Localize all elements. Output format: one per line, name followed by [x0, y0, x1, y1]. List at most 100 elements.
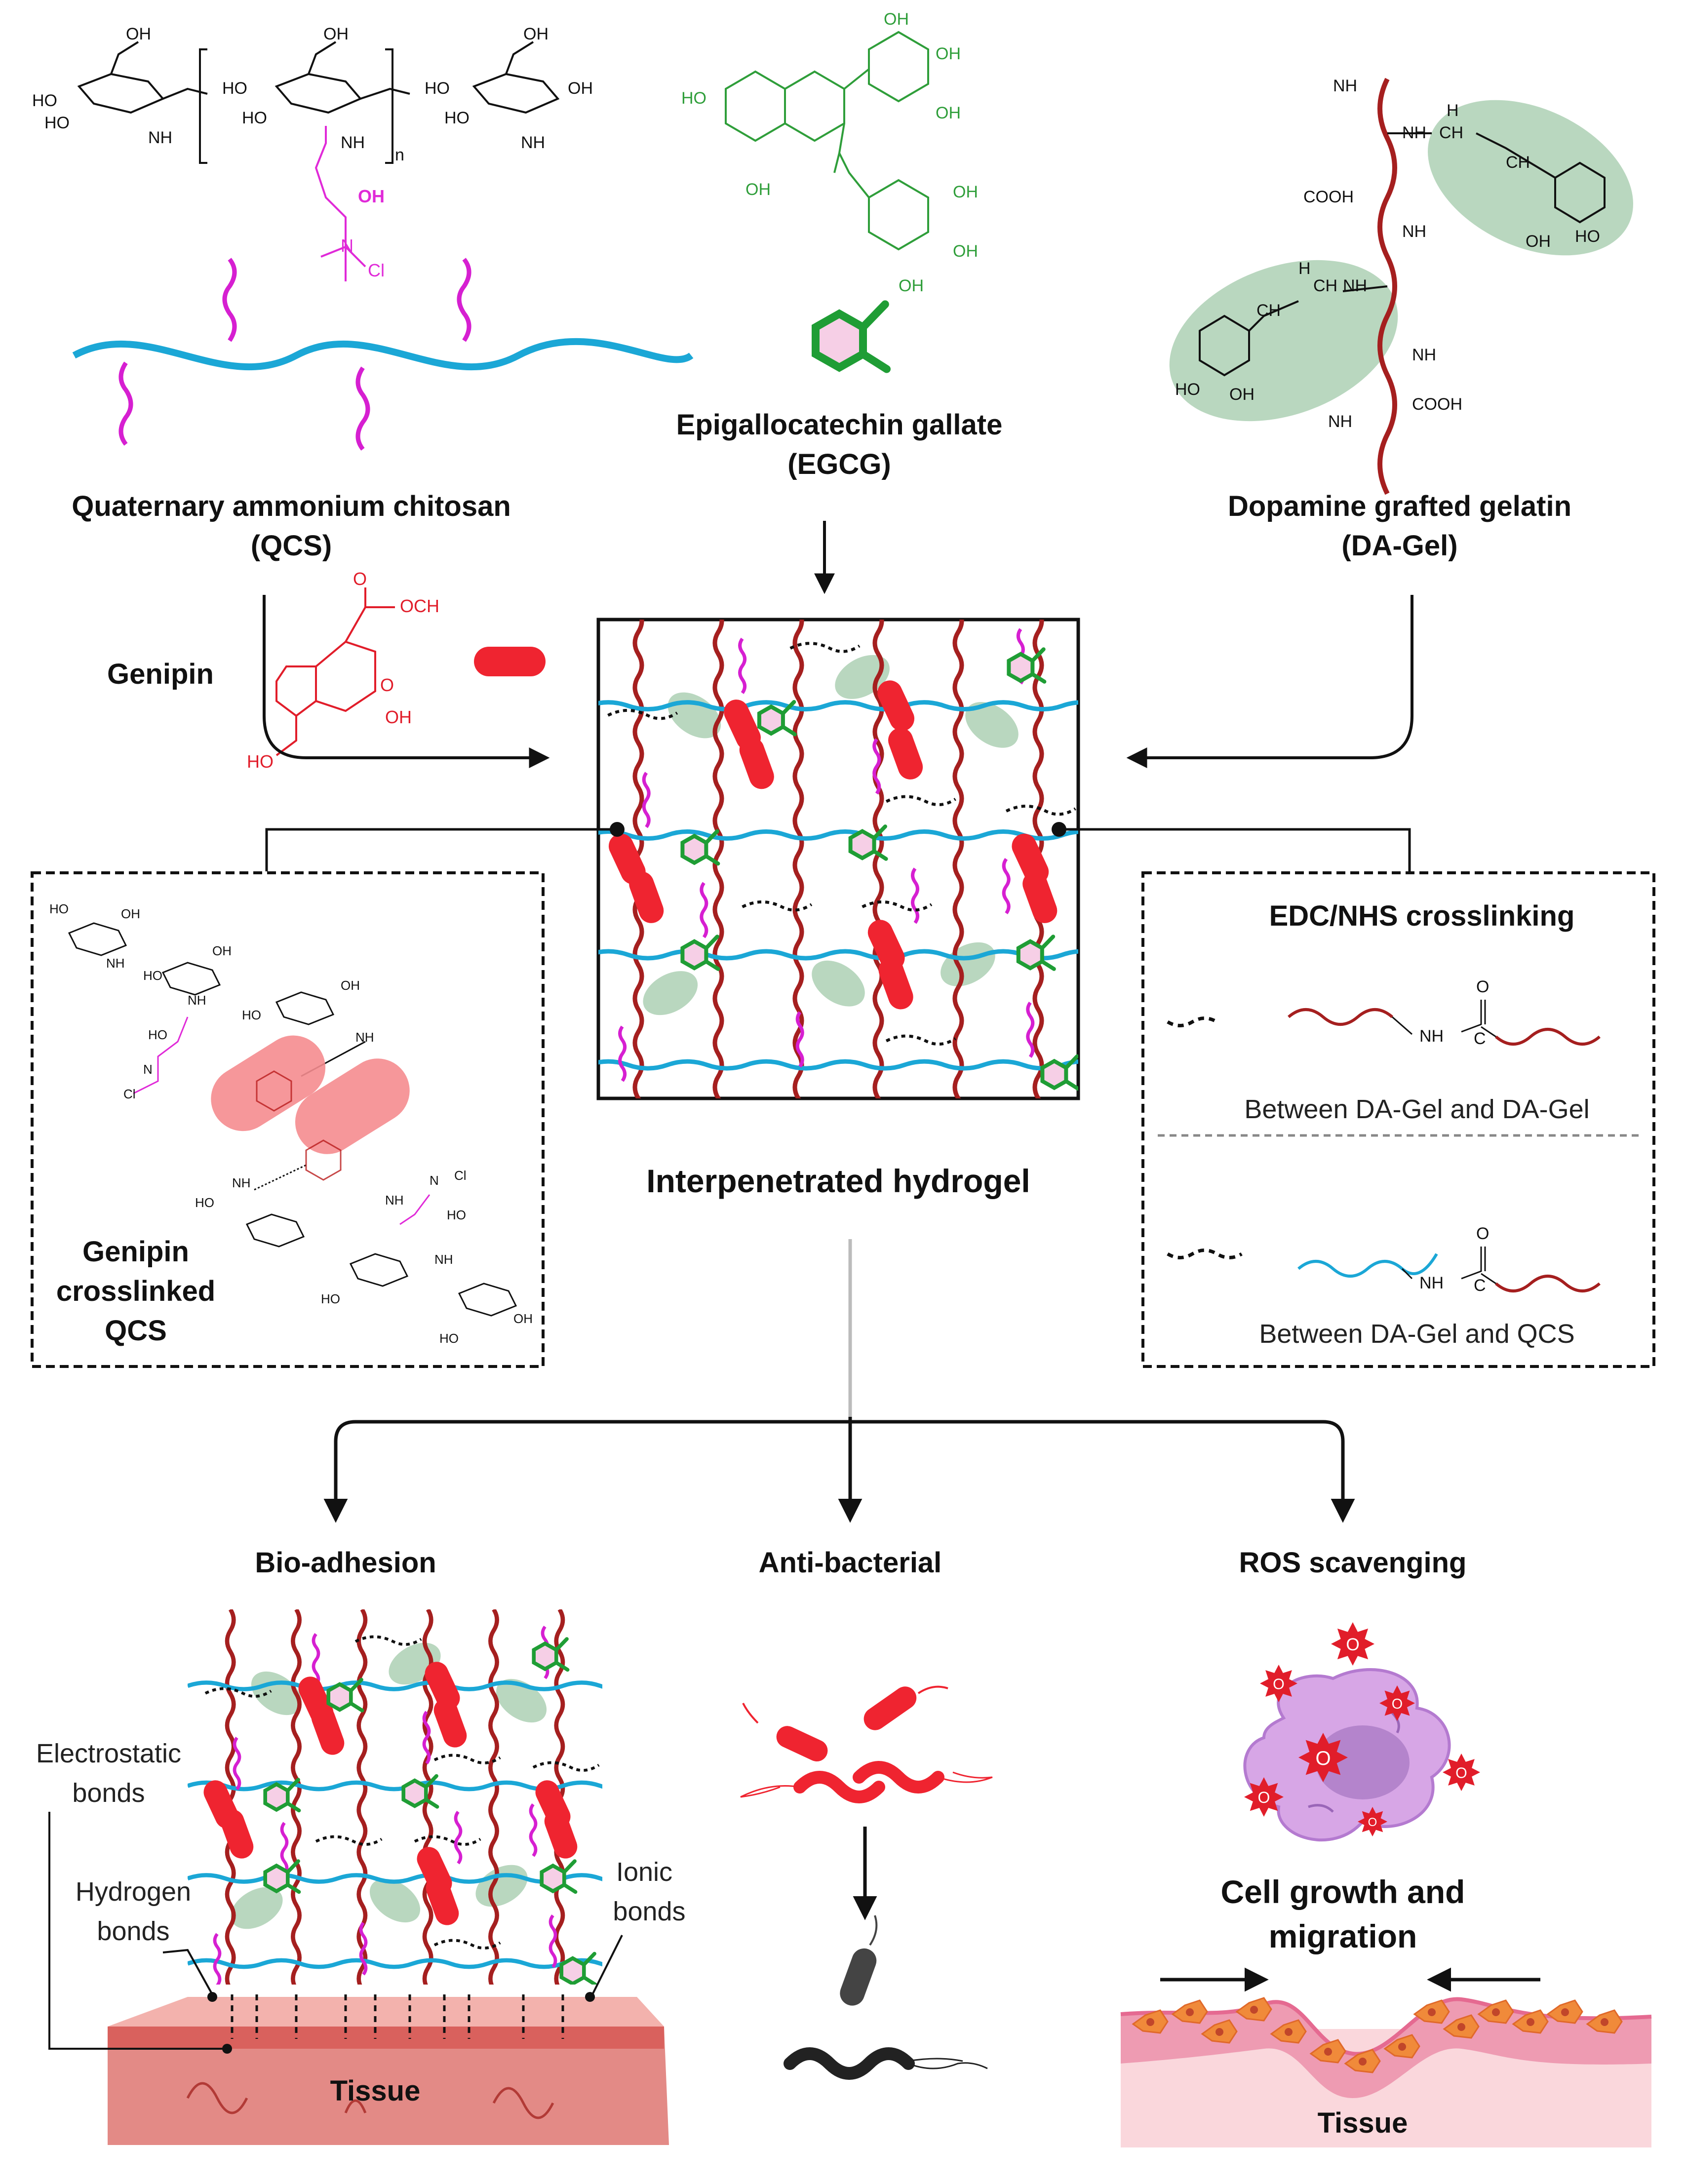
- svg-text:HO: HO: [681, 89, 706, 108]
- svg-text:Ionic: Ionic: [616, 1857, 672, 1887]
- svg-text:bonds: bonds: [72, 1778, 145, 1808]
- svg-text:HO: HO: [247, 751, 274, 772]
- svg-text:OH: OH: [1229, 385, 1255, 404]
- svg-text:n: n: [395, 146, 404, 164]
- genipin-structure: [275, 587, 395, 756]
- svg-text:Electrostatic: Electrostatic: [36, 1739, 181, 1768]
- svg-text:O: O: [1346, 1635, 1359, 1654]
- svg-text:OH: OH: [936, 104, 961, 122]
- svg-text:O: O: [1258, 1789, 1270, 1806]
- right-box-caption-bottom: Between DA-Gel and QCS: [1259, 1319, 1574, 1349]
- svg-text:NH: NH: [1412, 346, 1436, 364]
- left-box-title-line-2: crosslinked: [56, 1275, 215, 1307]
- dagel-structure: [1169, 78, 1633, 495]
- svg-text:HO: HO: [44, 114, 70, 132]
- svg-text:NH: NH: [188, 993, 206, 1008]
- svg-text:bonds: bonds: [97, 1916, 169, 1946]
- svg-text:OH: OH: [745, 180, 771, 199]
- svg-text:O: O: [1476, 1224, 1489, 1243]
- genipin-crosslinked-box: HO OH NH HO OH NH OH NH HO HO Cl N NH HO…: [31, 871, 545, 1368]
- svg-text:NH: NH: [434, 1252, 453, 1267]
- svg-text:OH: OH: [899, 276, 924, 295]
- svg-text:CH: CH: [1256, 301, 1281, 320]
- right-connector: [1052, 822, 1411, 871]
- svg-text:HO: HO: [321, 1291, 340, 1306]
- hydrogel-title: Interpenetrated hydrogel: [646, 1163, 1030, 1199]
- svg-text:NH: NH: [385, 1193, 404, 1208]
- dagel-name: Dopamine grafted gelatin: [1228, 490, 1571, 522]
- svg-text:NH: NH: [148, 128, 172, 147]
- svg-text:N: N: [341, 235, 353, 256]
- left-box-title-line-3: QCS: [105, 1315, 167, 1347]
- svg-text:OH: OH: [936, 44, 961, 63]
- svg-text:NH: NH: [521, 133, 545, 152]
- svg-text:OH: OH: [953, 242, 978, 261]
- svg-text:O: O: [1315, 1748, 1331, 1769]
- svg-text:NH: NH: [1333, 77, 1357, 95]
- qcs-atom-labels: HO HO OH NH HO HO OH NH n HO HO OH OH NH…: [32, 25, 593, 280]
- migration-tissue-label: Tissue: [1318, 2107, 1408, 2139]
- svg-text:HO: HO: [222, 79, 247, 98]
- svg-text:OH: OH: [1526, 232, 1551, 251]
- svg-text:NH: NH: [106, 956, 125, 971]
- svg-text:H: H: [1298, 259, 1311, 278]
- svg-text:O: O: [1392, 1696, 1403, 1712]
- svg-text:OH: OH: [884, 10, 909, 29]
- svg-text:NH: NH: [341, 133, 365, 152]
- svg-text:OH: OH: [568, 79, 593, 98]
- svg-text:HO: HO: [143, 968, 162, 983]
- genipin-label: Genipin: [107, 658, 214, 690]
- genipin-atom-labels: O OCH O OH HO: [247, 569, 439, 772]
- svg-text:O: O: [1273, 1676, 1285, 1692]
- svg-text:NH: NH: [355, 1030, 374, 1045]
- egcg-atom-labels: HO OH OH OH OH OH OH OH: [681, 10, 978, 295]
- cell-growth-line-1: Cell growth and: [1221, 1873, 1465, 1910]
- svg-text:CH: CH: [1439, 123, 1463, 142]
- dagel-atom-labels: NH NH CH H CH COOH NH CH H NH CH OH HO H…: [1175, 77, 1600, 431]
- svg-text:OH: OH: [385, 707, 412, 727]
- egcg-icon: [816, 304, 887, 369]
- svg-text:OCH: OCH: [400, 596, 439, 616]
- antibacterial-panel: [740, 1685, 993, 2080]
- svg-text:O: O: [353, 569, 367, 589]
- svg-text:HO: HO: [1575, 227, 1600, 246]
- svg-text:CH: CH: [1313, 276, 1337, 295]
- svg-text:C: C: [1474, 1029, 1486, 1048]
- adhesion-tissue-label: Tissue: [330, 2075, 421, 2107]
- left-box-title-line-1: Genipin: [82, 1236, 189, 1268]
- svg-text:NH: NH: [1343, 276, 1367, 295]
- svg-text:NH: NH: [1328, 412, 1352, 431]
- svg-text:HO: HO: [1175, 380, 1200, 399]
- svg-text:HO: HO: [425, 79, 450, 98]
- dagel-to-hydrogel-arrow: [1126, 595, 1413, 768]
- outcome-ros-scavenging: ROS scavenging: [1239, 1547, 1467, 1579]
- egcg-structure: [725, 31, 929, 251]
- svg-text:NH: NH: [232, 1175, 251, 1190]
- svg-text:NH: NH: [1419, 1027, 1444, 1046]
- cell-migration-panel: Tissue: [1120, 1967, 1652, 2147]
- outcome-antibacterial: Anti-bacterial: [759, 1547, 942, 1579]
- dagel-abbr: (DA-Gel): [1341, 530, 1457, 562]
- svg-text:CH: CH: [1506, 153, 1530, 172]
- left-connector: [265, 822, 625, 871]
- svg-text:OH: OH: [126, 25, 151, 43]
- svg-text:NH: NH: [1419, 1274, 1444, 1292]
- svg-text:OH: OH: [323, 25, 349, 43]
- svg-text:OH: OH: [121, 906, 140, 921]
- svg-text:O: O: [1476, 977, 1489, 996]
- outcome-bioadhesion: Bio-adhesion: [255, 1547, 436, 1579]
- svg-text:HO: HO: [444, 109, 470, 127]
- svg-text:C: C: [1474, 1276, 1486, 1295]
- svg-text:O: O: [1368, 1816, 1377, 1829]
- edc-nhs-box: EDC/NHS crosslinking NH O C Between DA-G…: [1141, 871, 1655, 1368]
- svg-text:HO: HO: [148, 1027, 167, 1042]
- svg-text:OH: OH: [513, 1311, 533, 1326]
- svg-text:O: O: [380, 675, 394, 695]
- hydrogel-box: [596, 618, 1080, 1100]
- svg-text:bonds: bonds: [613, 1897, 685, 1926]
- svg-text:HO: HO: [447, 1208, 466, 1222]
- svg-text:HO: HO: [439, 1331, 459, 1346]
- svg-text:Hydrogen: Hydrogen: [76, 1877, 191, 1907]
- svg-text:Cl: Cl: [368, 260, 385, 280]
